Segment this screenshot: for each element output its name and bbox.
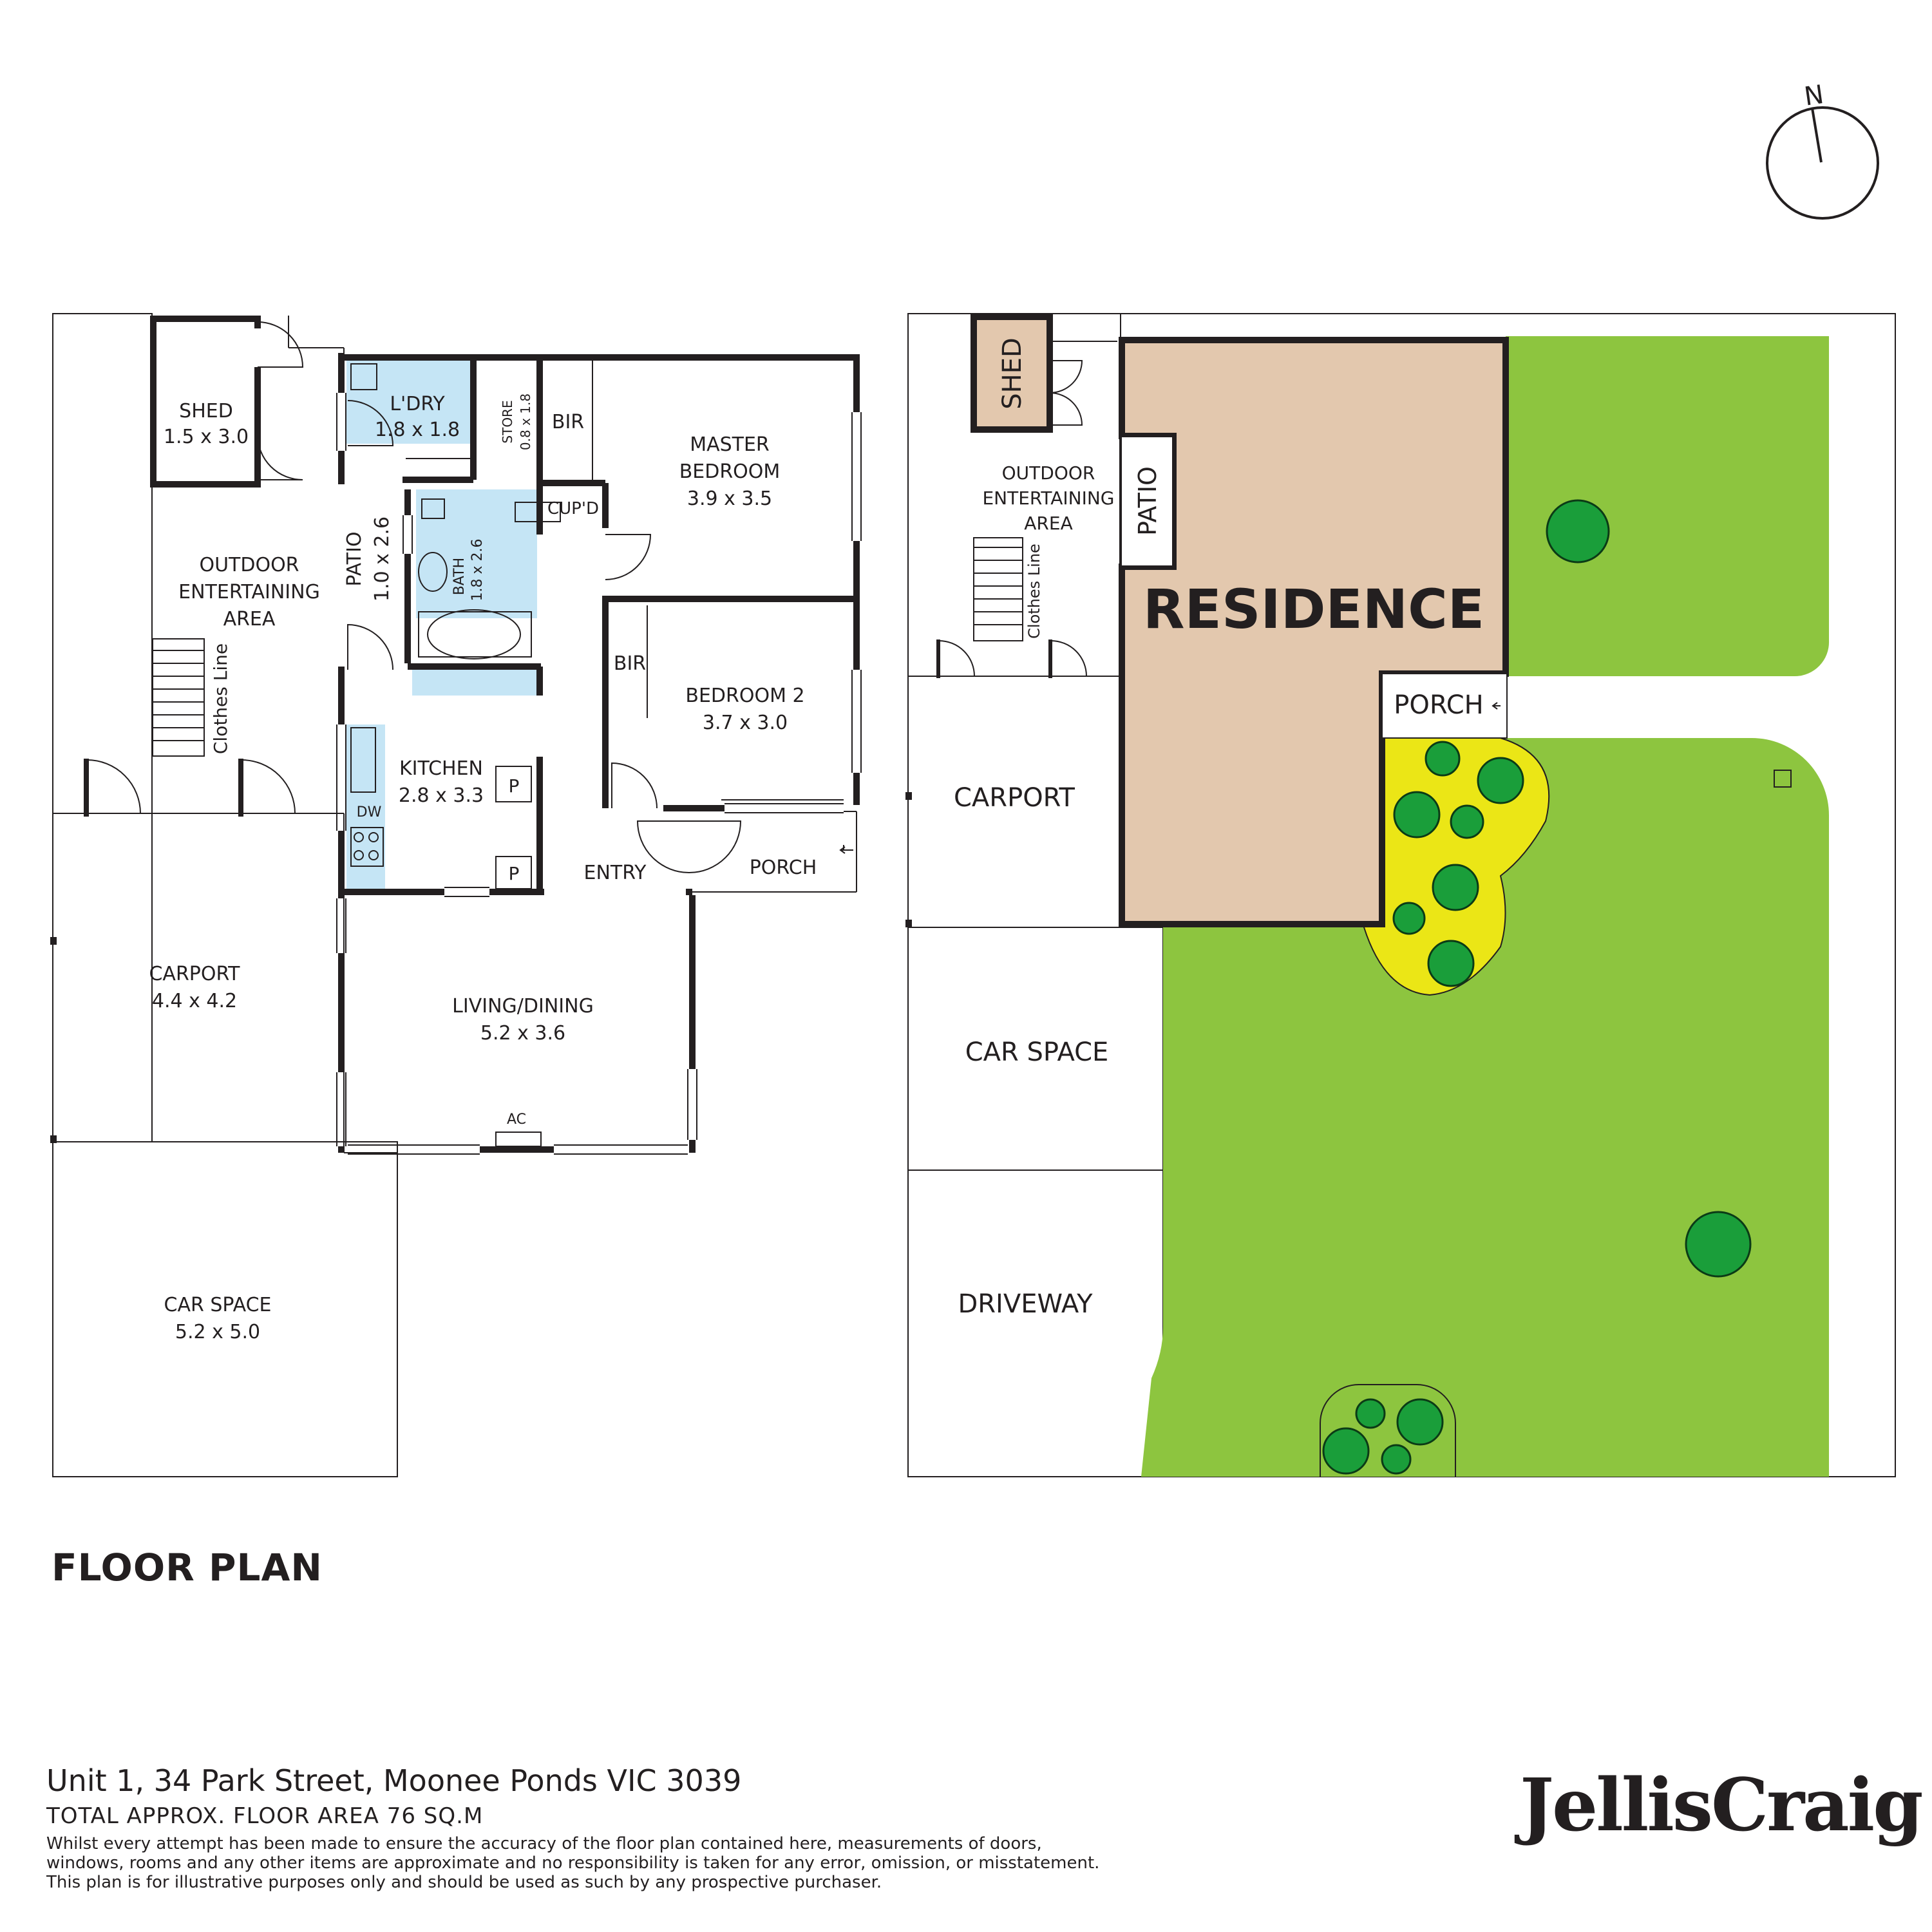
aircon-label: AC	[507, 1112, 526, 1128]
carport-name: CARPORT	[149, 963, 240, 985]
tree-icon	[1432, 864, 1479, 911]
clothes-line-label: Clothes Line	[210, 643, 231, 754]
tree-icon	[1393, 791, 1441, 838]
lawn-south	[1141, 738, 1829, 1477]
bir-master-label: BIR	[552, 411, 584, 433]
tree-icon	[1685, 1211, 1752, 1278]
bath-wet-area	[416, 489, 537, 618]
disclaimer-line-3: This plan is for illustrative purposes o…	[46, 1873, 882, 1892]
living-size: 5.2 x 3.6	[480, 1022, 565, 1045]
bath-name: BATH	[451, 558, 468, 595]
cooktop-icon	[350, 827, 384, 867]
tree-icon	[1427, 940, 1475, 987]
entry-label: ENTRY	[584, 862, 647, 884]
patio-box	[1119, 435, 1175, 568]
tree-icon	[1392, 902, 1426, 935]
dishwasher-label: DW	[357, 804, 382, 820]
shed-block	[971, 314, 1053, 433]
residence-label: RESIDENCE	[1143, 578, 1484, 641]
car-space-name: CAR SPACE	[164, 1294, 272, 1316]
sink-icon	[350, 727, 376, 793]
living-name: LIVING/DINING	[452, 995, 594, 1018]
laundry-tub-icon	[350, 363, 377, 390]
site-car-space-label: CAR SPACE	[965, 1037, 1109, 1067]
floor-area: TOTAL APPROX. FLOOR AREA 76 SQ.M	[46, 1803, 484, 1829]
property-address: Unit 1, 34 Park Street, Moonee Ponds VIC…	[46, 1763, 742, 1798]
porch-label: PORCH	[750, 857, 817, 879]
outdoor-area-line1: OUTDOOR	[199, 554, 299, 576]
trees	[1322, 499, 1752, 1475]
site-outdoor-line1: OUTDOOR	[1002, 462, 1095, 484]
tree-icon	[1546, 499, 1610, 564]
basin-icon	[418, 552, 448, 592]
tree-icon	[1477, 757, 1524, 804]
tree-icon	[1396, 1398, 1444, 1446]
bedroom2-size: 3.7 x 3.0	[703, 712, 788, 734]
brand-logo: JellisCraig	[1520, 1763, 1924, 1848]
floor-plan-heading: FLOOR PLAN	[52, 1546, 323, 1589]
shed-size: 1.5 x 3.0	[164, 426, 249, 448]
tree-icon	[1450, 804, 1484, 839]
laundry-name: L'DRY	[390, 393, 445, 415]
floor-plan-left	[50, 313, 862, 1477]
bath-wet-strip	[412, 667, 537, 696]
outdoor-area-line2: ENTERTAINING	[178, 581, 320, 603]
tree-icon	[1425, 741, 1461, 777]
cupboard-label: CUP'D	[547, 499, 599, 518]
site-plan-right	[905, 313, 1896, 1477]
clothes-line-icon	[152, 638, 205, 757]
site-driveway-label: DRIVEWAY	[958, 1289, 1093, 1319]
store-label: STORE	[500, 400, 515, 443]
pantry2-label: P	[509, 863, 520, 884]
laundry-size: 1.8 x 1.8	[375, 419, 460, 441]
patio-size: 1.0 x 2.6	[371, 516, 393, 601]
laundry-wet-area	[346, 358, 472, 444]
toilet-icon	[421, 498, 445, 519]
north-label: N	[1803, 80, 1826, 112]
master-bedroom-name2: BEDROOM	[679, 460, 781, 483]
pantry1-box	[495, 766, 532, 802]
bathtub-icon	[427, 609, 521, 659]
master-bedroom-name1: MASTER	[690, 433, 770, 456]
bath-size: 1.8 x 2.6	[469, 539, 486, 601]
site-clothes-line-label: Clothes Line	[1025, 544, 1043, 639]
shed-name: SHED	[179, 400, 233, 422]
kitchen-bench	[346, 724, 385, 892]
site-shed-label: SHED	[998, 337, 1027, 410]
kitchen-name: KITCHEN	[399, 757, 483, 780]
bedroom2-name: BEDROOM 2	[685, 685, 804, 707]
tree-icon	[1322, 1427, 1370, 1475]
pantry2-box	[495, 856, 532, 889]
site-outdoor-line3: AREA	[1024, 513, 1072, 534]
site-porch-label: PORCH	[1394, 690, 1483, 720]
outdoor-area-line3: AREA	[223, 608, 276, 630]
store-size: 0.8 x 1.8	[518, 393, 533, 450]
car-space-size: 5.2 x 5.0	[175, 1321, 260, 1343]
master-bedroom-size: 3.9 x 3.5	[687, 488, 772, 510]
tree-icon	[1381, 1444, 1412, 1475]
bir-bedroom2-label: BIR	[614, 652, 646, 675]
garden-patch-south	[1320, 1384, 1456, 1477]
site-carport-label: CARPORT	[954, 783, 1075, 813]
lawn-north	[1506, 336, 1830, 676]
patio-name: PATIO	[343, 531, 366, 586]
carport-size: 4.4 x 4.2	[152, 990, 237, 1012]
tree-icon	[1355, 1398, 1386, 1429]
pantry1-label: P	[509, 775, 520, 797]
north-arrow-icon: N	[1766, 80, 1879, 220]
kitchen-size: 2.8 x 3.3	[399, 784, 484, 807]
aircon-unit	[495, 1132, 542, 1147]
site-patio-label: PATIO	[1133, 466, 1162, 536]
disclaimer-line-2: windows, rooms and any other items are a…	[46, 1853, 1100, 1873]
disclaimer-line-1: Whilst every attempt has been made to en…	[46, 1834, 1042, 1853]
site-outdoor-line2: ENTERTAINING	[982, 488, 1114, 509]
